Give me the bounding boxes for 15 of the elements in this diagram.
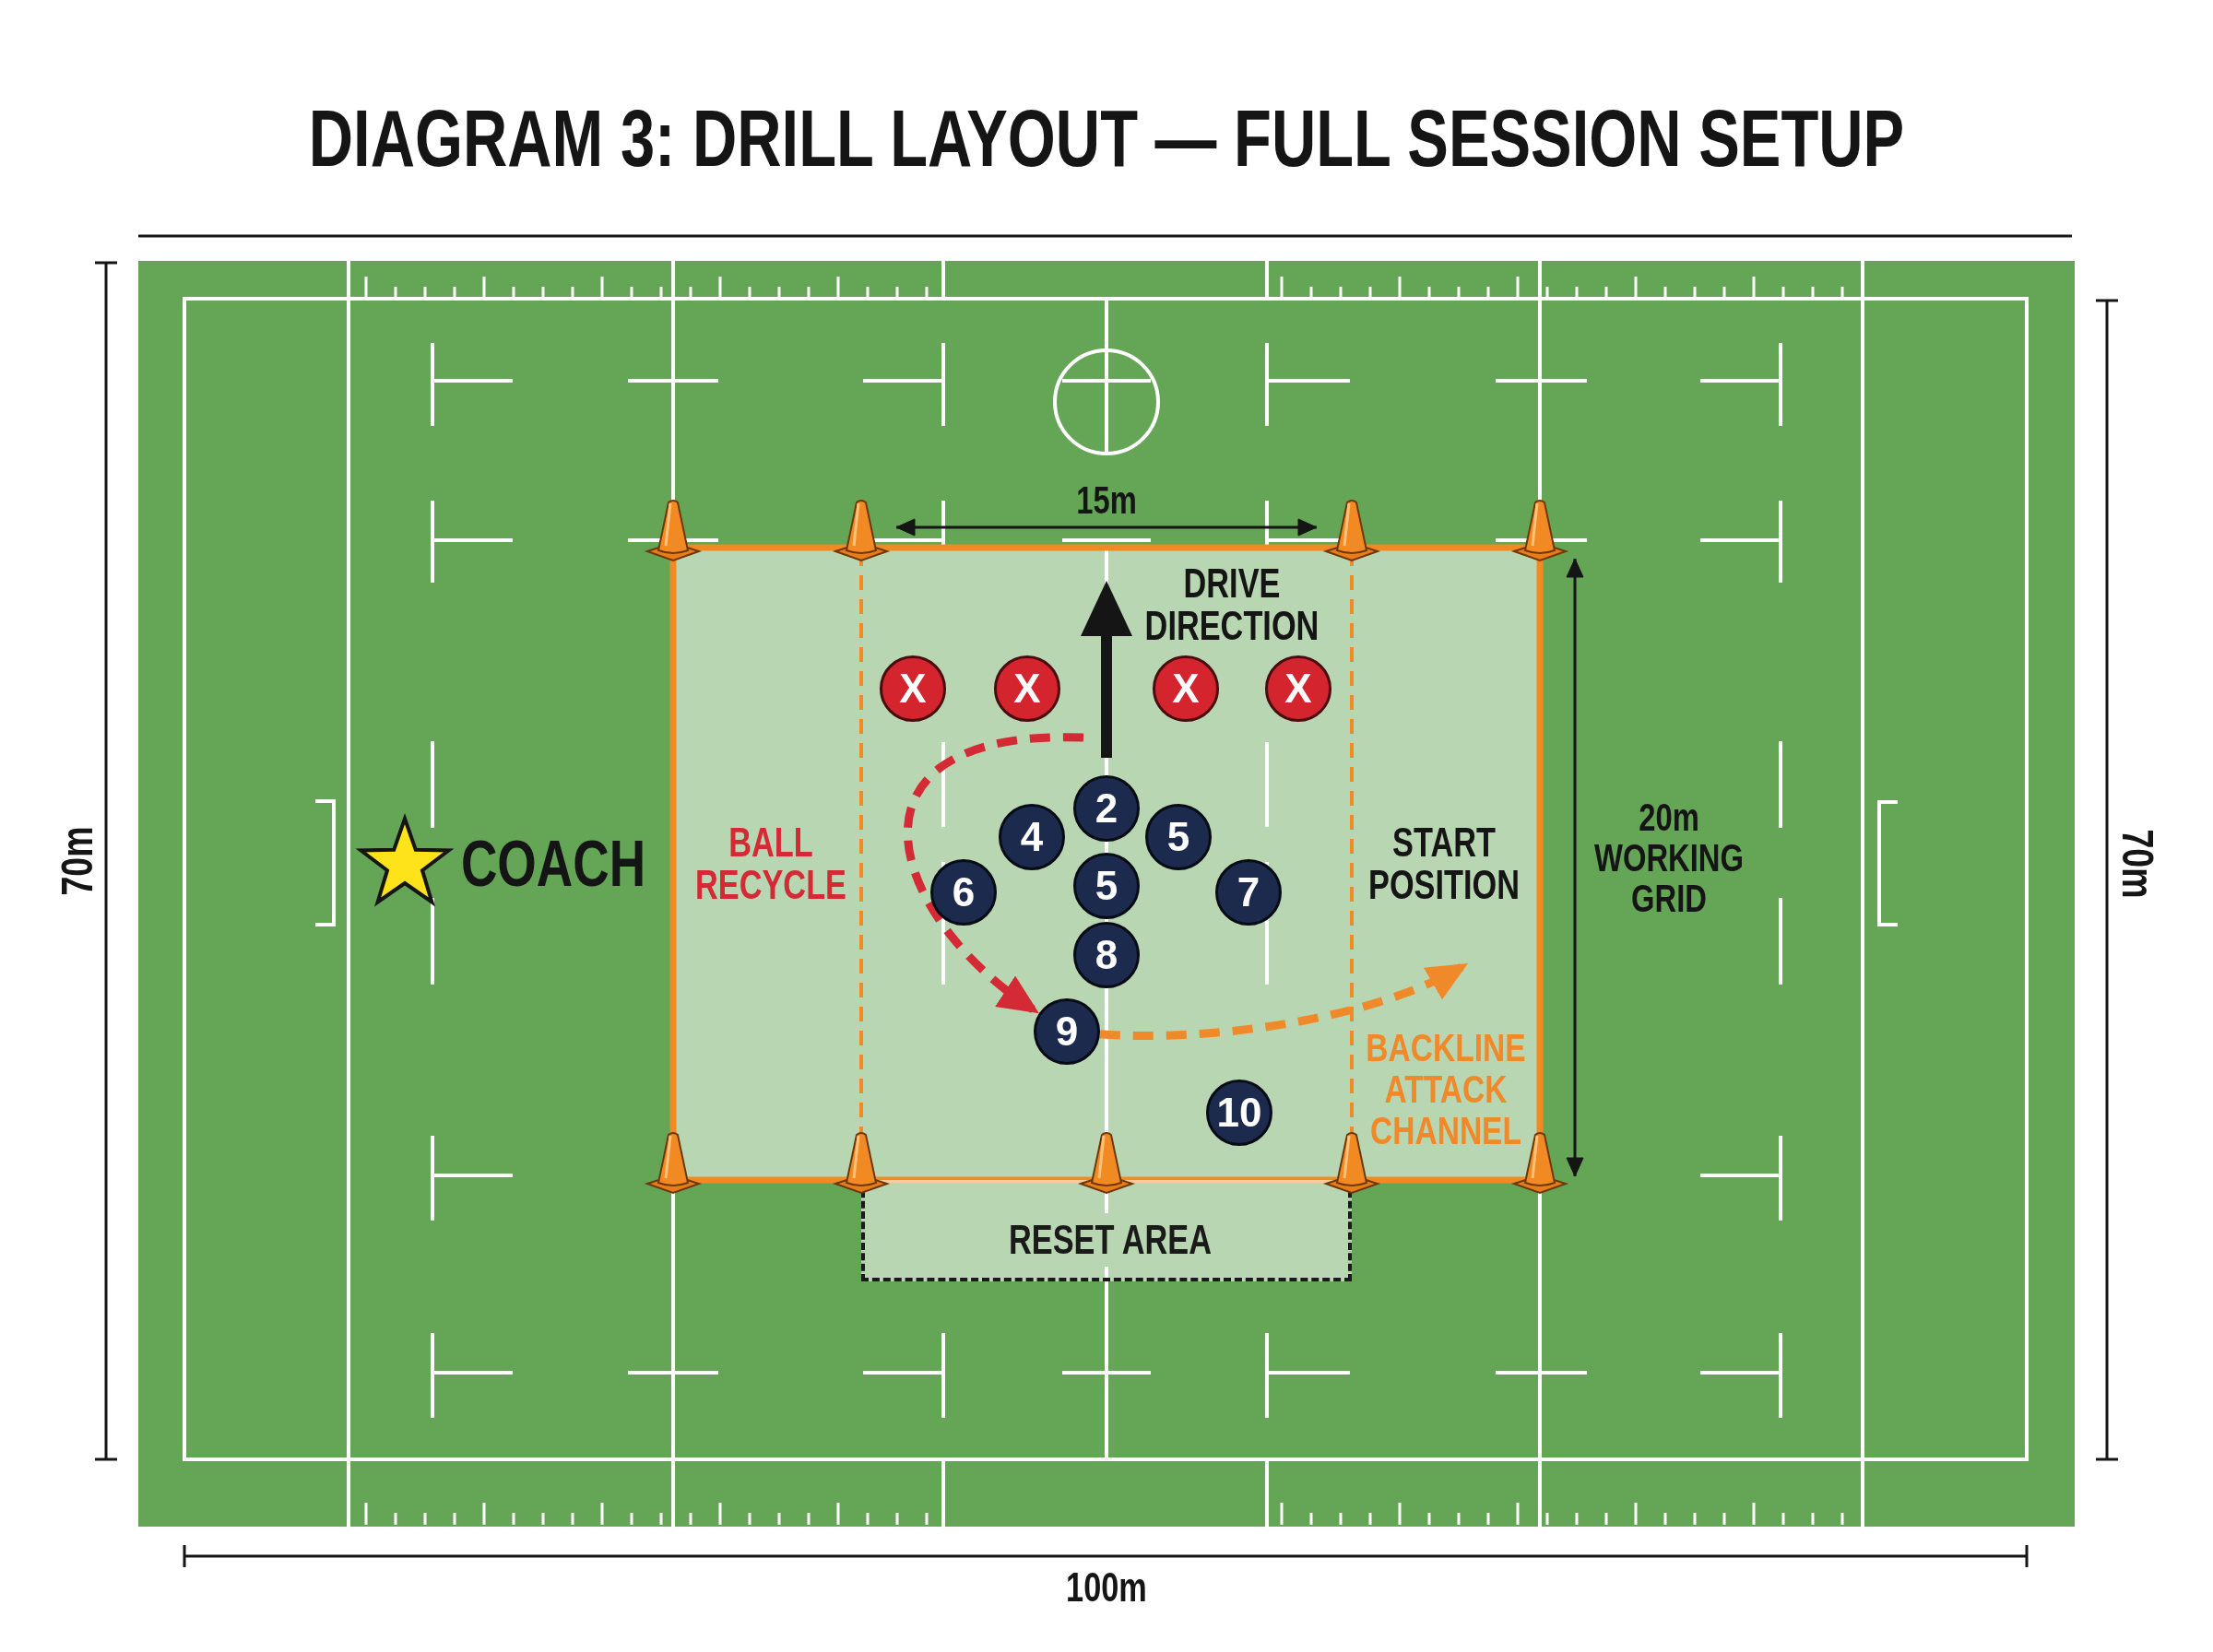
reset-area-zone [861,1180,1352,1281]
dimension-label: 20m WORKING GRID [1594,796,1744,920]
diagram-title: DIAGRAM 3: DRILL LAYOUT — FULL SESSION SETUP [308,95,1905,182]
annotation-label: BALL RECYCLE [695,820,846,907]
dimension-label: 70m [2113,829,2161,899]
dimension-label: 100m [1066,1565,1147,1610]
coach-label: COACH [460,831,646,899]
zone-label: RESET AREA [1009,1220,1212,1260]
dashed-arrow [904,733,1084,1014]
annotation-label: DRIVE DIRECTION [1144,561,1320,648]
annotation-label: BACKLINE ATTACK CHANNEL [1366,1027,1526,1152]
dimension-label: 15m [1076,479,1137,522]
dashed-arrow [1099,963,1469,1040]
annotation-label: START POSITION [1368,820,1520,907]
dimension-label: 70m [53,826,101,896]
